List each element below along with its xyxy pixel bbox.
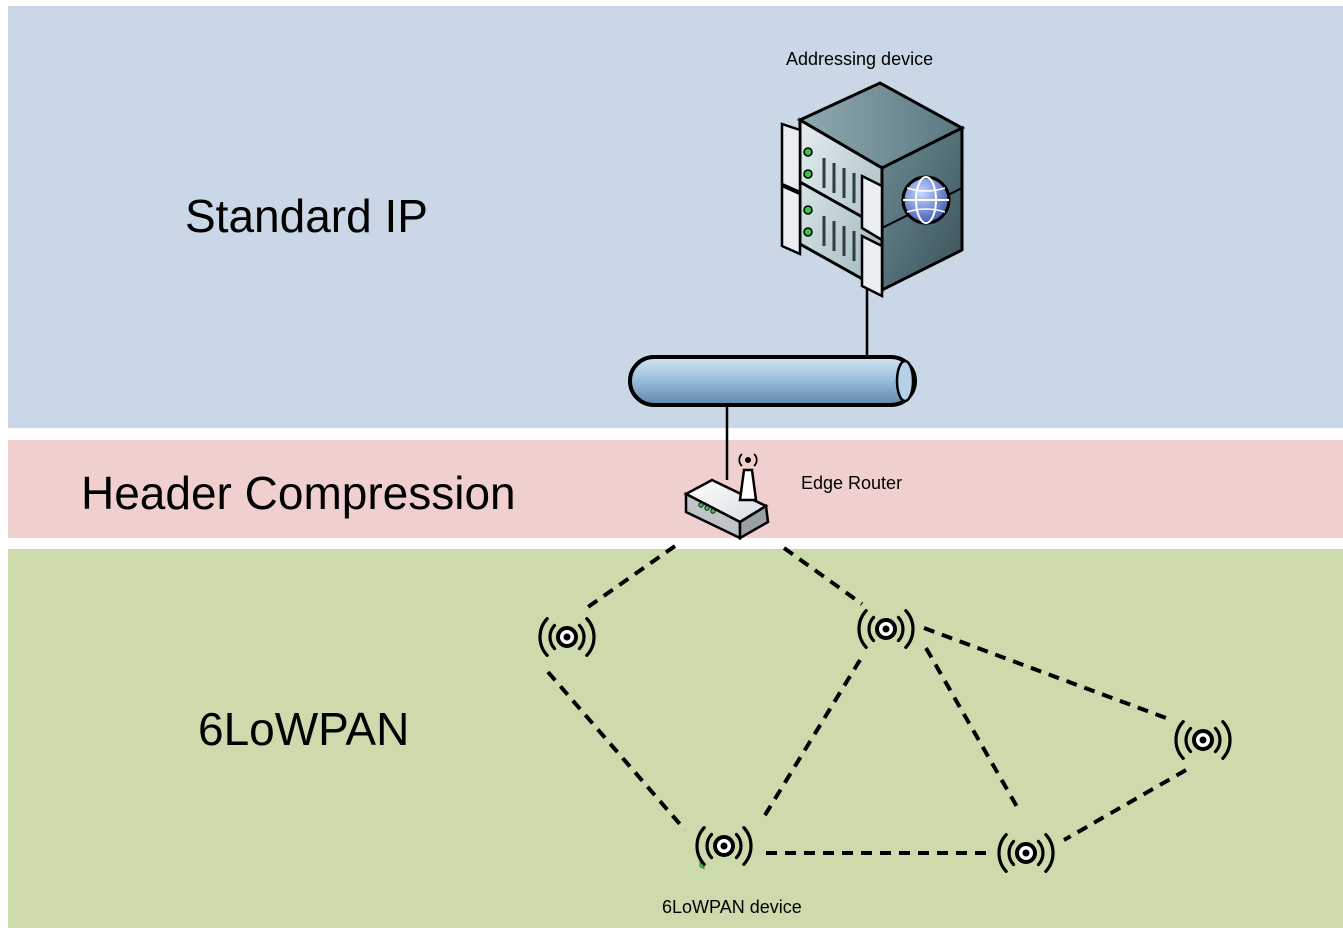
link-n3-n5	[1063, 768, 1187, 842]
edge-router-label: Edge Router	[801, 473, 902, 493]
backbone-pipe-icon	[628, 355, 917, 407]
lowpan-band	[8, 549, 1343, 928]
wireless-node-icon	[1174, 720, 1232, 760]
wireless-router-icon	[683, 453, 770, 870]
mesh-nodes	[538, 609, 1232, 873]
link-n2-n5	[924, 647, 1022, 813]
mesh-links	[546, 544, 1187, 855]
lowpan-device-label: 6LoWPAN device	[662, 897, 802, 917]
addressing-device-label: Addressing device	[786, 49, 933, 69]
link-n2-n4	[760, 658, 862, 822]
link-router-n2	[782, 546, 864, 606]
link-n2-n3	[923, 626, 1167, 720]
wireless-node-icon	[695, 826, 753, 866]
globe-icon	[901, 175, 951, 225]
server-rack-icon	[780, 81, 966, 299]
wireless-node-icon	[857, 609, 915, 649]
standard-ip-label: Standard IP	[185, 190, 428, 242]
wireless-node-icon	[997, 833, 1055, 873]
header-compression-band	[8, 440, 1343, 538]
wireless-node-icon	[538, 617, 596, 657]
header-compression-label: Header Compression	[81, 467, 516, 519]
link-n1-n4	[546, 670, 687, 832]
lowpan-label: 6LoWPAN	[198, 703, 409, 755]
